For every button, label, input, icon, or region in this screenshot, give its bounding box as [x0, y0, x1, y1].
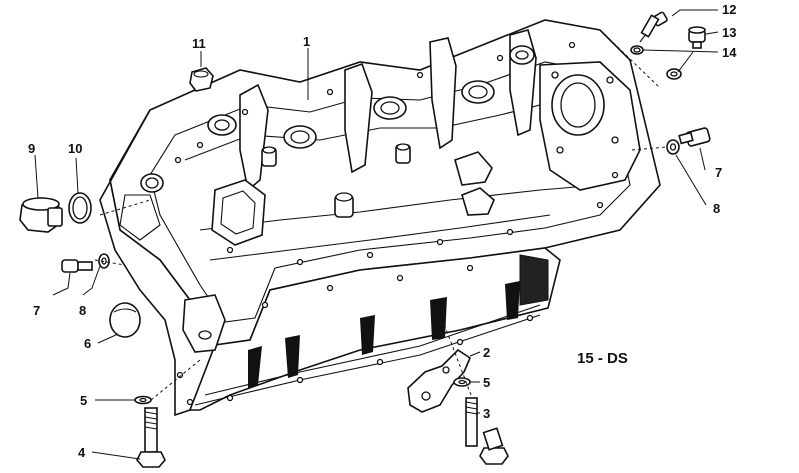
- part-8-washer-right: [666, 139, 680, 155]
- callout-14: 14: [722, 45, 737, 60]
- part-11-nut: [189, 67, 214, 92]
- callout-2: 2: [483, 345, 490, 360]
- part-5-washer-right: [453, 377, 471, 387]
- engine-block: [99, 19, 661, 417]
- callout-11: 11: [192, 36, 206, 51]
- part-2-bracket: [407, 348, 471, 413]
- part-13-plug: [688, 26, 706, 49]
- callout-5-right: 5: [483, 375, 490, 390]
- callout-6: 6: [84, 336, 91, 351]
- diagram-code: 15 - DS: [577, 350, 628, 367]
- part-6-core-plug: [109, 302, 141, 338]
- part-8-washer-left: [98, 253, 110, 269]
- part-9-drain-plug: [19, 197, 63, 233]
- leader-lines: [34, 9, 719, 460]
- callout-9: 9: [28, 141, 35, 156]
- callout-7-right: 7: [715, 165, 722, 180]
- callout-5-left: 5: [80, 393, 87, 408]
- callout-4: 4: [78, 445, 86, 460]
- part-7-bolt-left: [61, 259, 93, 273]
- callout-1: 1: [303, 34, 310, 49]
- callout-7-left: 7: [33, 303, 40, 318]
- callout-10: 10: [68, 141, 82, 156]
- callout-8-left: 8: [79, 303, 86, 318]
- part-12-stud: [639, 11, 668, 43]
- part-4-bolt: [136, 407, 166, 468]
- part-3-bolt: [465, 397, 509, 465]
- callout-12: 12: [722, 2, 736, 17]
- callouts: 1 2 3 4 5 5 6 7 7 8 8 9 10 11 12 13 14 1…: [28, 2, 737, 460]
- callout-13: 13: [722, 25, 736, 40]
- callout-3: 3: [483, 406, 490, 421]
- part-7-bolt-right: [678, 127, 711, 147]
- part-5-washer-left: [134, 395, 152, 405]
- part-10-sealing-ring: [68, 192, 92, 224]
- callout-8-right: 8: [713, 201, 720, 216]
